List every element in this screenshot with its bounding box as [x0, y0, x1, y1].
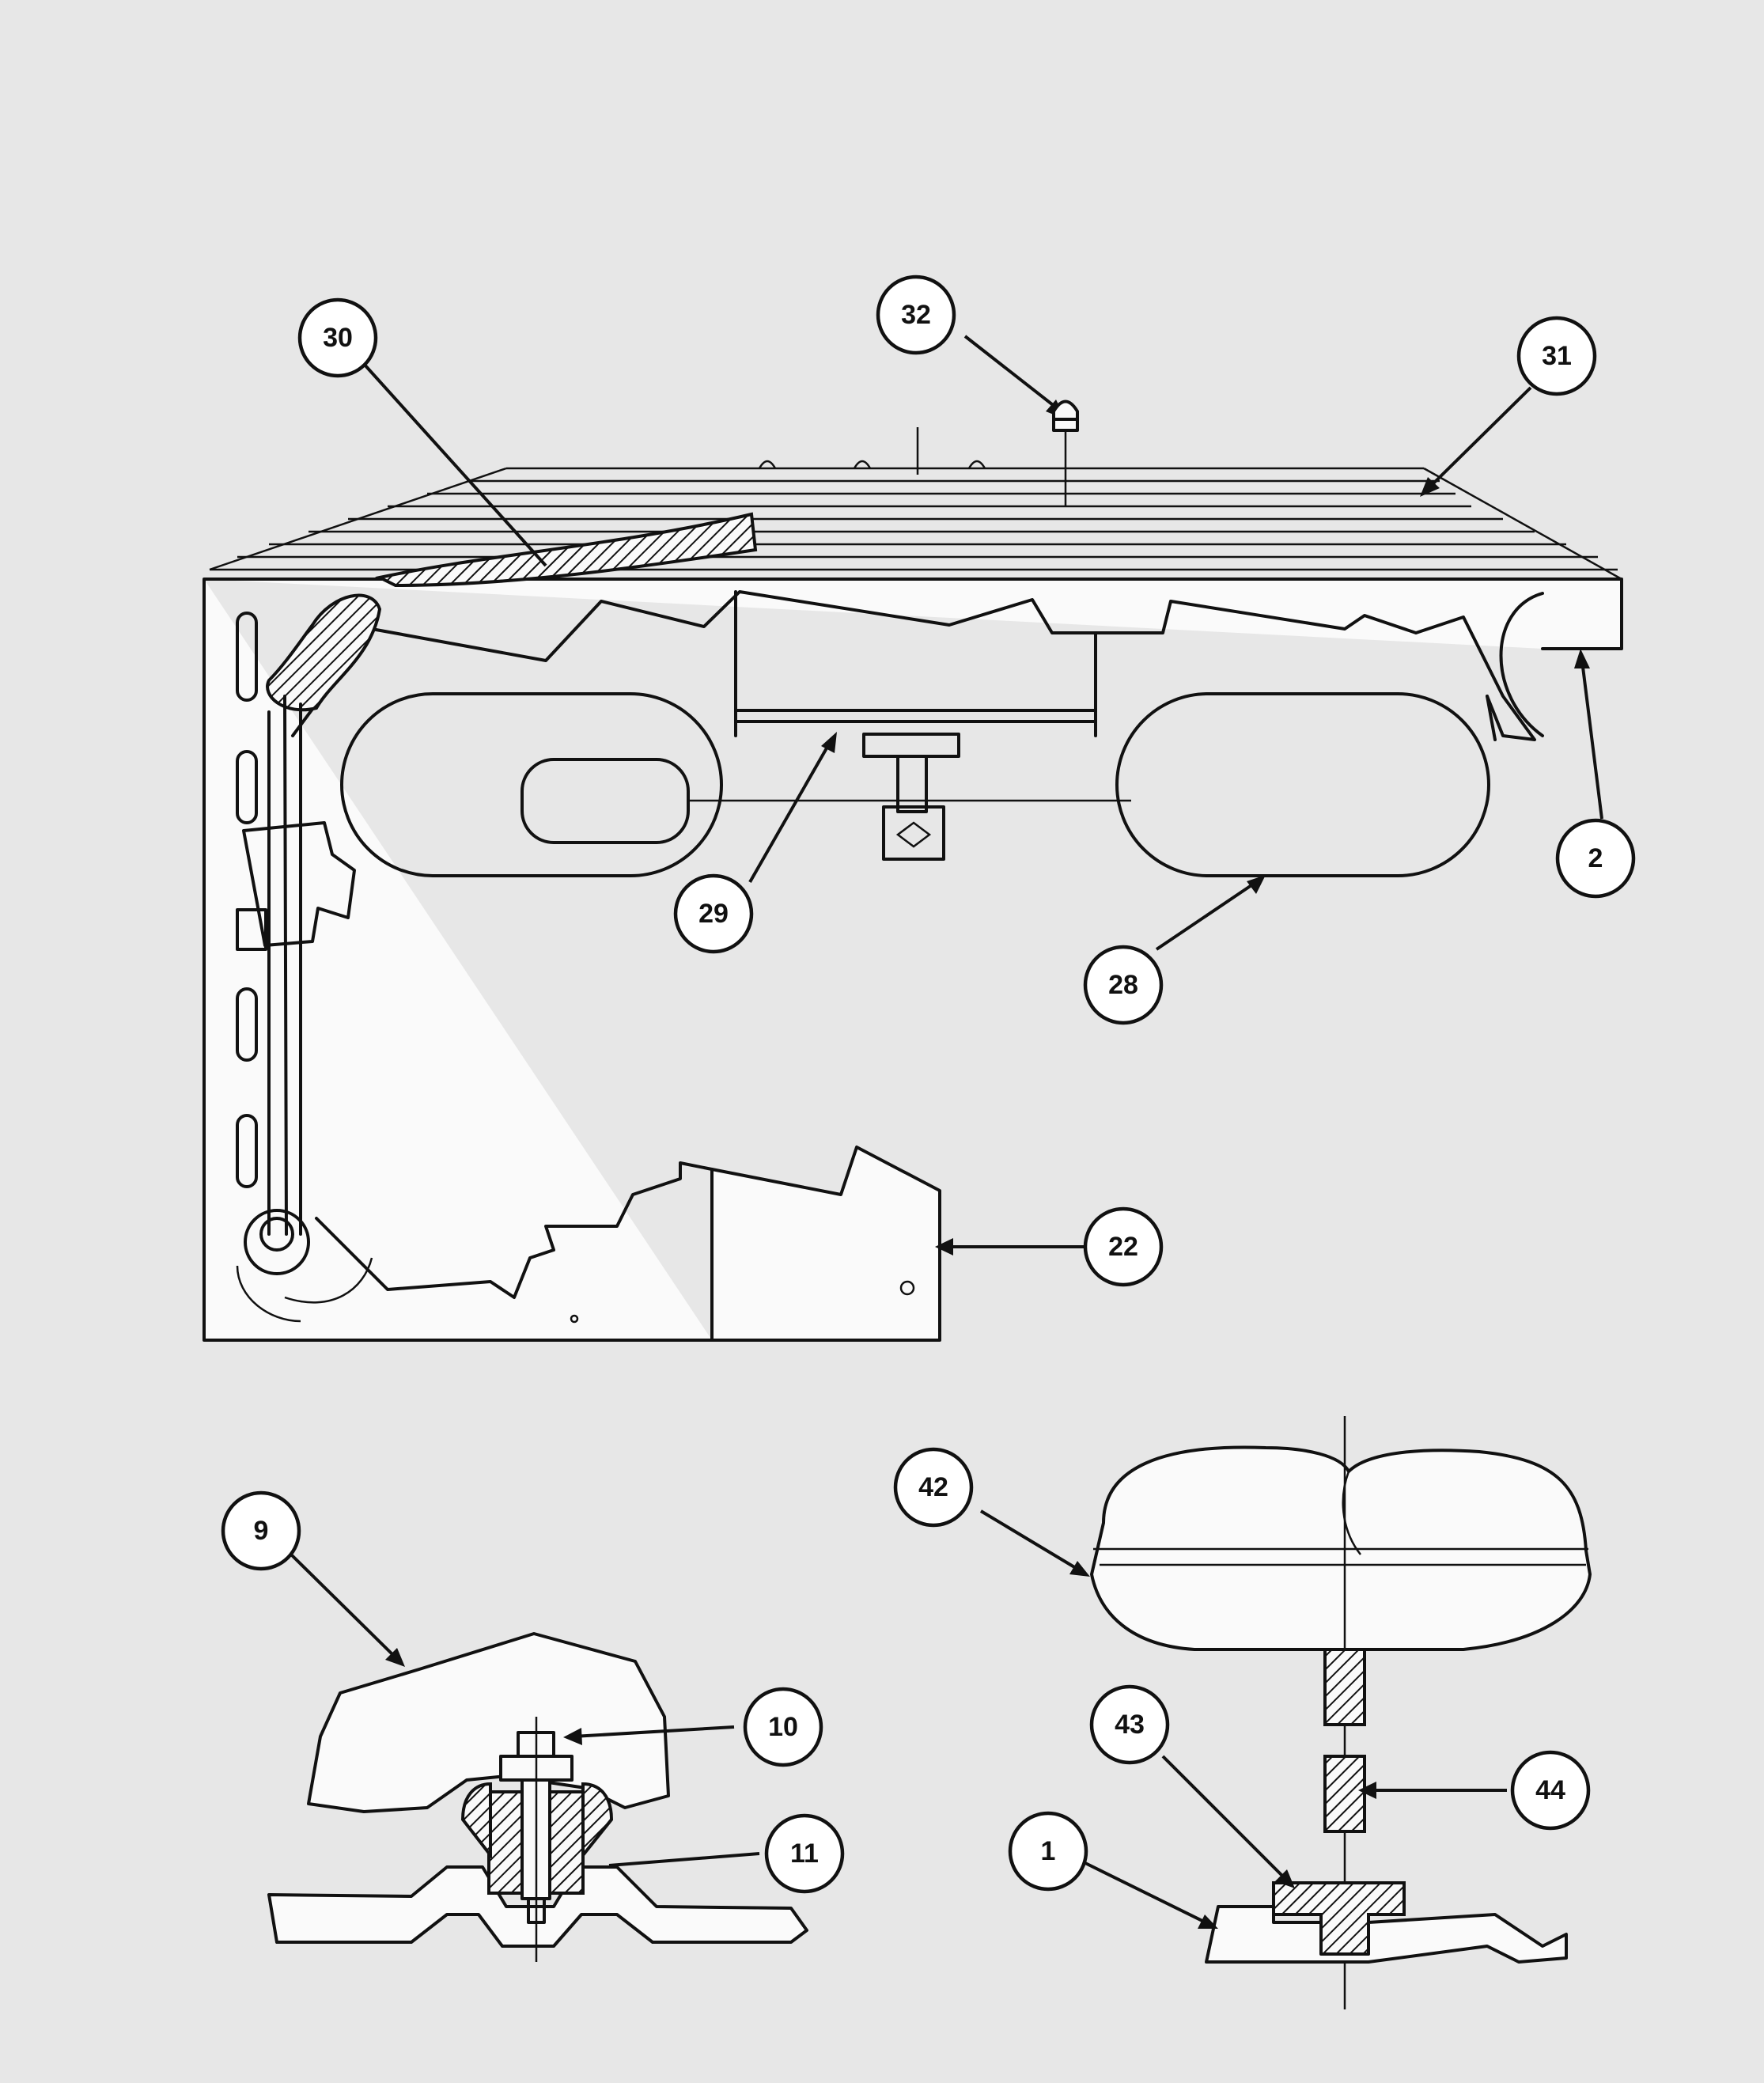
- callout-22-label: 22: [1108, 1232, 1138, 1262]
- cabinet-frame: [203, 578, 1623, 1342]
- callout-31: 31: [1516, 316, 1597, 396]
- insert-nut: [1323, 1755, 1366, 1833]
- callout-10-label: 10: [768, 1712, 798, 1742]
- callout-32-label: 32: [901, 300, 931, 330]
- callout-10: 10: [743, 1687, 823, 1767]
- callout-43: 43: [1089, 1684, 1170, 1765]
- callout-9-label: 9: [254, 1516, 269, 1546]
- callout-43-label: 43: [1115, 1710, 1145, 1740]
- drain-hose: [375, 512, 758, 588]
- callout-11: 11: [764, 1813, 845, 1894]
- callout-2: 2: [1555, 818, 1636, 899]
- callout-1: 1: [1008, 1811, 1088, 1892]
- rubber-mount: [460, 1782, 492, 1860]
- lower-panel: [315, 1161, 714, 1299]
- inner-panel: [291, 590, 1536, 741]
- callout-22: 22: [1083, 1206, 1164, 1287]
- callout-29: 29: [673, 873, 754, 954]
- callout-42-label: 42: [918, 1472, 948, 1502]
- callout-28: 28: [1083, 945, 1164, 1025]
- callout-1-label: 1: [1041, 1836, 1056, 1866]
- callout-32: 32: [876, 275, 956, 355]
- callout-11-label: 11: [790, 1839, 819, 1869]
- leader-lines: [290, 335, 1603, 1929]
- callout-30: 30: [297, 297, 378, 378]
- mount-detail-right: [1090, 1416, 1592, 2009]
- right-oval-housing: [1115, 692, 1490, 877]
- callout-44-label: 44: [1535, 1775, 1565, 1805]
- top-slats: [209, 467, 1622, 581]
- mount-detail-left: [267, 1632, 808, 1962]
- callout-9: 9: [221, 1490, 301, 1571]
- callout-29-label: 29: [698, 899, 729, 929]
- threaded-stud: [1323, 1648, 1366, 1726]
- callout-42: 42: [893, 1447, 974, 1528]
- base-plate-right: [1205, 1905, 1568, 1964]
- grommet-right: [548, 1790, 585, 1895]
- callout-31-label: 31: [1542, 341, 1572, 371]
- callout-28-label: 28: [1108, 970, 1138, 1000]
- callout-44: 44: [1510, 1750, 1591, 1831]
- callout-2-label: 2: [1588, 843, 1603, 873]
- center-bracket: [862, 733, 960, 861]
- left-evaporator-oval: [340, 692, 1131, 877]
- grommet-left: [487, 1790, 524, 1895]
- unit-assembly: [203, 427, 1623, 1342]
- compressor-foot: [307, 1632, 670, 1813]
- callout-30-label: 30: [323, 323, 353, 353]
- drain-hose-elbow: [266, 593, 382, 712]
